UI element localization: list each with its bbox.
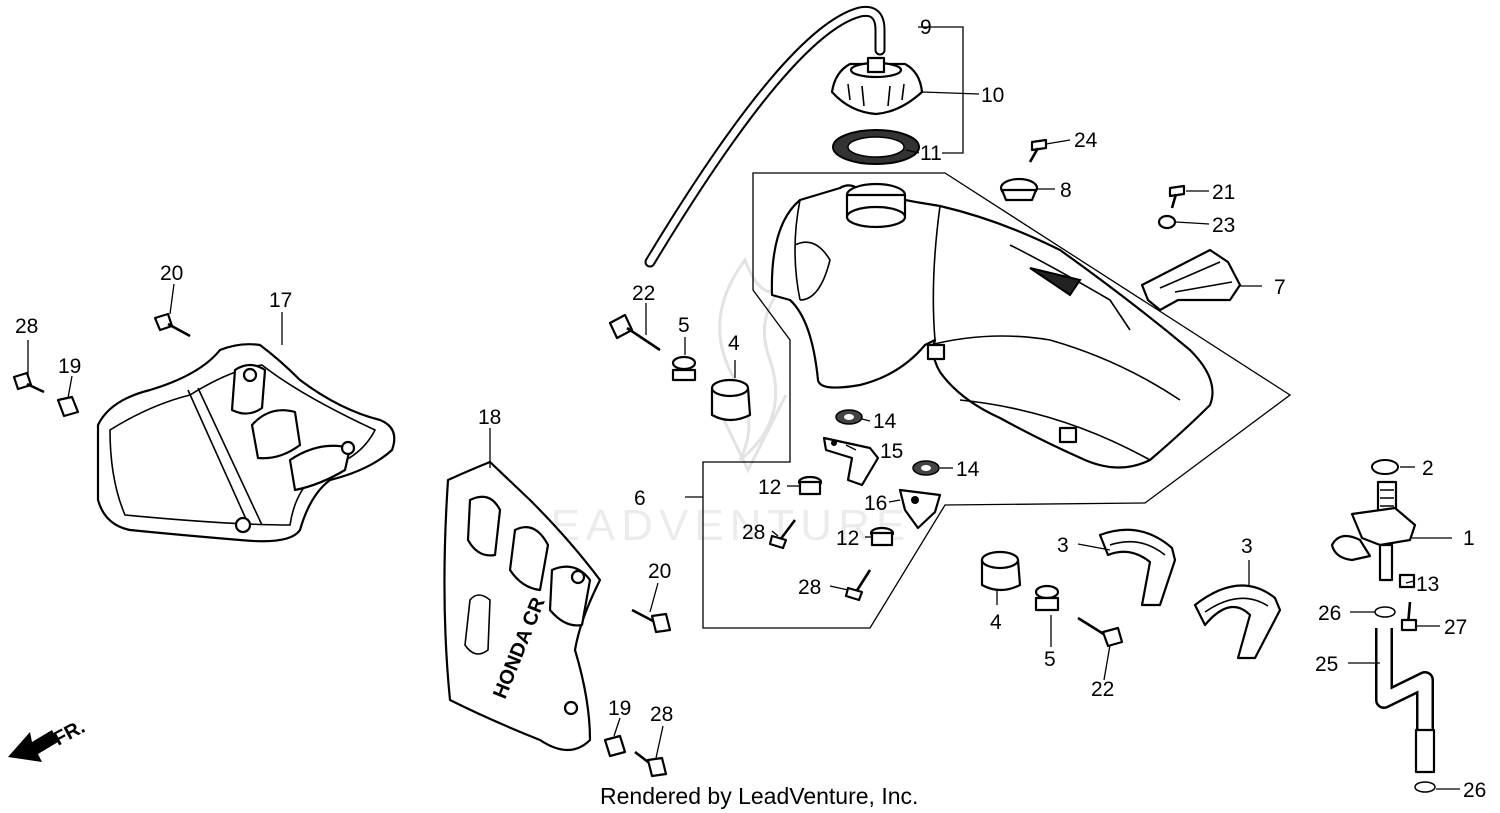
- callout-13: 13: [1416, 573, 1439, 596]
- bolt-21[interactable]: [1168, 184, 1186, 209]
- collar-5-lower[interactable]: [1034, 584, 1060, 612]
- left-shroud[interactable]: [96, 343, 396, 543]
- arrow-left-down-icon: [8, 730, 58, 762]
- callout-4-upper: 4: [728, 332, 740, 355]
- callout-14-upper: 14: [873, 410, 897, 433]
- callout-2: 2: [1422, 457, 1434, 480]
- fuel-valve-1[interactable]: [1330, 480, 1417, 582]
- band-7[interactable]: [1140, 248, 1242, 312]
- washer-14a[interactable]: [835, 409, 863, 425]
- bolt-22-lower[interactable]: [1077, 616, 1124, 648]
- callout-20-left: 20: [160, 262, 183, 285]
- watermark: LEADVENTURE: [520, 256, 911, 550]
- nut-23[interactable]: [1157, 214, 1177, 230]
- fuel-tank[interactable]: [770, 182, 1214, 469]
- callout-14-lower: 14: [956, 458, 980, 481]
- nut-19-right[interactable]: [603, 734, 627, 758]
- callout-3-left: 3: [1057, 534, 1069, 557]
- cap-gasket[interactable]: [832, 129, 920, 165]
- callout-3-right: 3: [1241, 535, 1253, 558]
- bolt-28-lower[interactable]: [844, 569, 872, 602]
- callout-28-right: 28: [650, 703, 673, 726]
- callout-21: 21: [1212, 181, 1235, 204]
- grommet-4-lower[interactable]: [980, 550, 1022, 592]
- nut-19-left[interactable]: [56, 395, 80, 418]
- o-ring-2[interactable]: [1371, 459, 1399, 475]
- callout-26-lower: 26: [1463, 779, 1486, 802]
- callout-23: 23: [1212, 214, 1235, 237]
- grommet-4[interactable]: [710, 378, 752, 422]
- callout-25: 25: [1315, 653, 1338, 676]
- bolt-24[interactable]: [1028, 138, 1048, 163]
- mount-16[interactable]: [898, 488, 942, 530]
- collar-5[interactable]: [671, 355, 697, 382]
- callout-8: 8: [1060, 179, 1072, 202]
- callout-1: 1: [1463, 527, 1475, 550]
- callout-27: 27: [1444, 616, 1467, 639]
- strap-3b[interactable]: [1193, 584, 1282, 660]
- callout-11: 11: [920, 142, 942, 165]
- strap-3a[interactable]: [1098, 528, 1177, 607]
- fuel-hose-25[interactable]: [1375, 628, 1436, 774]
- callout-15: 15: [880, 440, 903, 463]
- cushion-8[interactable]: [999, 177, 1039, 202]
- watermark-text: LEADVENTURE: [520, 501, 911, 550]
- fuel-cap[interactable]: [830, 56, 924, 116]
- callout-12-upper: 12: [758, 476, 781, 499]
- clip-26-upper[interactable]: [1374, 606, 1396, 618]
- callout-5-upper: 5: [678, 314, 690, 337]
- callout-16: 16: [864, 492, 887, 515]
- collar-12b[interactable]: [869, 526, 895, 547]
- fuel-tube[interactable]: [644, 5, 886, 268]
- callout-5-lower: 5: [1044, 648, 1056, 671]
- callout-28-mid-upper: 28: [742, 521, 765, 544]
- clip-26-lower[interactable]: [1414, 781, 1436, 793]
- render-credit: Rendered by LeadVenture, Inc.: [600, 783, 918, 809]
- callout-9: 9: [920, 16, 932, 39]
- bolt-28-right[interactable]: [634, 750, 668, 778]
- callout-18: 18: [478, 406, 501, 429]
- assembly-bracket: [685, 26, 1292, 629]
- washer-14b[interactable]: [912, 460, 940, 476]
- callout-20-right: 20: [648, 560, 671, 583]
- callout-22-lower: 22: [1091, 678, 1114, 701]
- collar-12a[interactable]: [797, 475, 823, 496]
- callout-19-left: 19: [58, 355, 81, 378]
- callout-7: 7: [1274, 276, 1286, 299]
- bolt-20-right[interactable]: [631, 608, 672, 634]
- callout-24: 24: [1074, 129, 1098, 152]
- bracket-15[interactable]: [822, 436, 880, 487]
- screw-27[interactable]: [1400, 601, 1418, 632]
- callout-19-right: 19: [608, 697, 631, 720]
- front-direction-label: FR.: [50, 716, 89, 751]
- bolt-28-upper[interactable]: [768, 519, 797, 550]
- callout-22-upper: 22: [632, 282, 655, 305]
- callout-4-lower: 4: [990, 611, 1002, 634]
- tank-bolt-22[interactable]: [608, 313, 661, 352]
- front-direction-arrow: FR.: [8, 716, 89, 762]
- callout-12-lower: 12: [836, 527, 859, 550]
- right-shroud[interactable]: HONDA CR: [443, 460, 602, 752]
- leader-lines: [27, 91, 1460, 790]
- callout-6: 6: [634, 487, 646, 510]
- bolt-28-left[interactable]: [12, 371, 45, 394]
- bolt-20-left[interactable]: [153, 312, 191, 338]
- callout-17: 17: [269, 289, 292, 312]
- callout-10: 10: [981, 84, 1004, 107]
- callout-labels: 1 2 3 3 4 4 5 5 6 7 8 9 10 11 12 12 13 1…: [15, 16, 1486, 802]
- callout-28-mid-lower: 28: [798, 576, 821, 599]
- callout-26-upper: 26: [1318, 602, 1341, 625]
- callout-28-left: 28: [15, 315, 38, 338]
